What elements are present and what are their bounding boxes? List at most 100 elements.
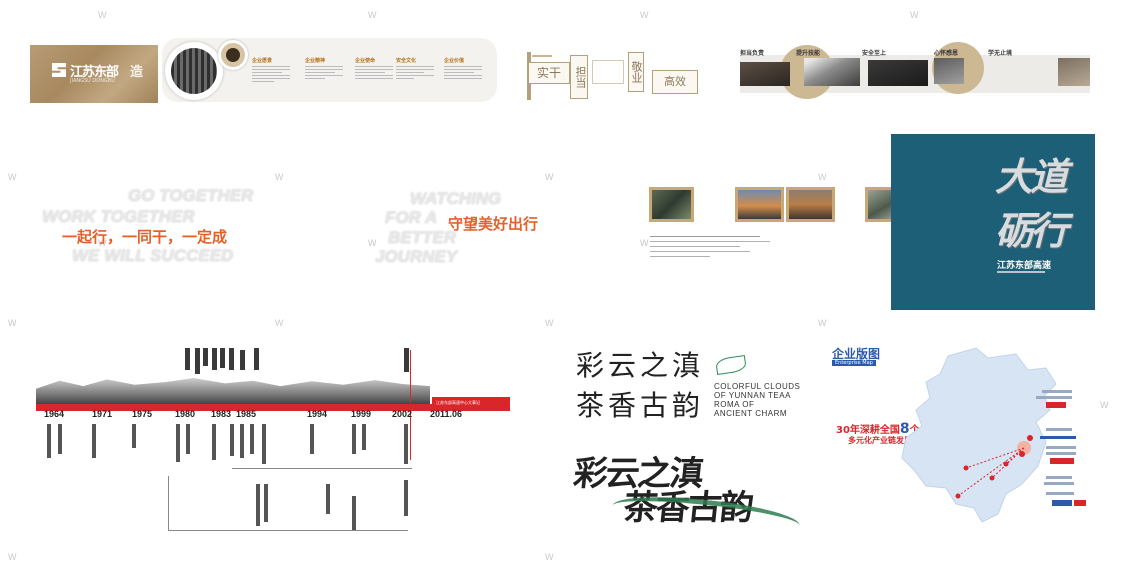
framed-photo <box>786 187 835 222</box>
culture-column-text <box>252 66 296 82</box>
timeline-year: 1975 <box>132 409 153 419</box>
strip-photo <box>934 58 964 84</box>
event-tag <box>92 424 96 458</box>
yunnan-en-line: OF YUNNAN TEAA <box>714 391 791 400</box>
strip-label: 担当负责 <box>740 50 765 57</box>
event-tag <box>256 484 260 526</box>
event-tag <box>310 424 314 454</box>
timeline-year: 1999 <box>351 409 372 419</box>
timeline-year: 1971 <box>92 409 113 419</box>
watermark-icon: W <box>8 552 17 562</box>
watermark-icon: W <box>8 318 17 328</box>
value-box: 敬业 <box>628 52 644 92</box>
slogan-en-line: BETTER <box>388 228 456 247</box>
framed-photo <box>649 187 694 222</box>
strip-label: 心怀感恩 <box>934 50 959 57</box>
slogan-en-line: GO TOGETHER <box>128 186 254 205</box>
poster-brand: 江苏东部高速 <box>997 261 1052 271</box>
culture-column: 企业愿景 <box>252 57 296 84</box>
timeline-bar <box>36 404 510 411</box>
event-tag <box>404 348 409 372</box>
event-tag <box>212 348 217 370</box>
timeline-year: 1964 <box>44 409 65 419</box>
culture-column: 安全文化 <box>396 57 440 81</box>
brand-name: 江苏东部 <box>70 65 119 80</box>
map-legend-tag <box>1050 458 1074 464</box>
map-legend-tag <box>1052 500 1072 506</box>
yunnan-en-line: ROMA OF <box>714 400 755 409</box>
map-legend-text <box>1046 492 1074 495</box>
watermark-icon: W <box>368 10 377 20</box>
slogan-en-line: WE WILL SUCCEED <box>72 246 234 265</box>
china-map-shape <box>901 347 1057 523</box>
poster-brand-line <box>997 271 1045 273</box>
event-tag <box>212 424 216 460</box>
watermark-icon: W <box>818 172 827 182</box>
event-tag <box>185 348 190 370</box>
culture-column-text <box>355 66 399 79</box>
timeline-year: 1983 <box>211 409 232 419</box>
building-photo-frame <box>165 42 223 100</box>
culture-column-title: 企业精神 <box>305 58 326 64</box>
event-tag <box>254 348 259 370</box>
strip-label: 安全至上 <box>862 50 887 57</box>
watermark-icon: W <box>545 318 554 328</box>
map-legend-text <box>1046 446 1076 449</box>
event-tag <box>176 424 180 462</box>
event-tag <box>58 424 62 454</box>
slogan-en-line: FOR A <box>385 208 438 227</box>
timeline-highlight-text: 江苏东部高速中心大事记 <box>436 400 480 405</box>
watermark-icon: W <box>640 10 649 20</box>
watermark-icon: W <box>545 172 554 182</box>
strip-photo <box>740 62 790 86</box>
culture-column: 企业使命 <box>355 57 399 81</box>
event-tag <box>230 424 234 456</box>
slogan-en-line: WORK TOGETHER <box>42 207 195 226</box>
caption-line <box>532 55 552 57</box>
tea-leaf-icon <box>715 354 747 376</box>
connector-line <box>168 476 169 530</box>
event-tag <box>404 480 408 516</box>
map-headline-pre: 30年深耕全国 <box>836 425 900 436</box>
timeline-skyline <box>36 378 430 405</box>
timeline-year: 1985 <box>236 409 257 419</box>
watermark-icon: W <box>98 10 107 20</box>
culture-column-text <box>396 66 440 79</box>
wood-brand-panel: 江苏东部 造 JIANGSU DONGBU <box>30 45 158 103</box>
company-logo-icon <box>52 63 66 77</box>
culture-column-text <box>305 66 349 79</box>
yunnan-title-line2: 茶香古韵 <box>576 389 705 422</box>
connector-line <box>232 468 412 469</box>
poster-title-line1: 大道 <box>995 155 1068 199</box>
event-tag <box>352 496 356 530</box>
watermark-icon: W <box>640 238 649 248</box>
poster-panel: 大道 砺行 江苏东部高速 <box>891 134 1095 310</box>
map-route <box>957 447 1025 497</box>
culture-column-title: 企业使命 <box>355 58 376 64</box>
event-tag <box>352 424 356 454</box>
map-legend-tag <box>1074 500 1086 506</box>
strip-label: 学无止境 <box>988 50 1013 57</box>
map-headline-number: 8 <box>899 421 910 437</box>
event-tag <box>240 424 244 458</box>
event-tag <box>240 350 245 370</box>
watermark-icon: W <box>818 318 827 328</box>
value-box: 担当 <box>570 55 588 99</box>
framed-photo <box>735 187 784 222</box>
map-title: 企业版图 <box>832 347 881 361</box>
event-tag <box>262 424 266 464</box>
map-legend-text <box>1046 428 1072 431</box>
connector-line <box>168 530 408 531</box>
culture-column-text <box>444 66 488 79</box>
strip-photo <box>1058 58 1090 86</box>
event-tag <box>326 484 330 514</box>
strip-label: 提升技能 <box>796 50 821 57</box>
culture-column-title: 企业价值 <box>444 58 465 64</box>
accent-circle <box>218 40 248 70</box>
watermark-icon: W <box>1100 400 1109 410</box>
building-photo <box>171 48 217 94</box>
poster-title-line2: 砺行 <box>995 209 1068 253</box>
yunnan-en-line: ANCIENT CHARM <box>714 409 788 418</box>
culture-column-title: 企业愿景 <box>252 58 273 64</box>
strip-photo <box>868 60 928 86</box>
